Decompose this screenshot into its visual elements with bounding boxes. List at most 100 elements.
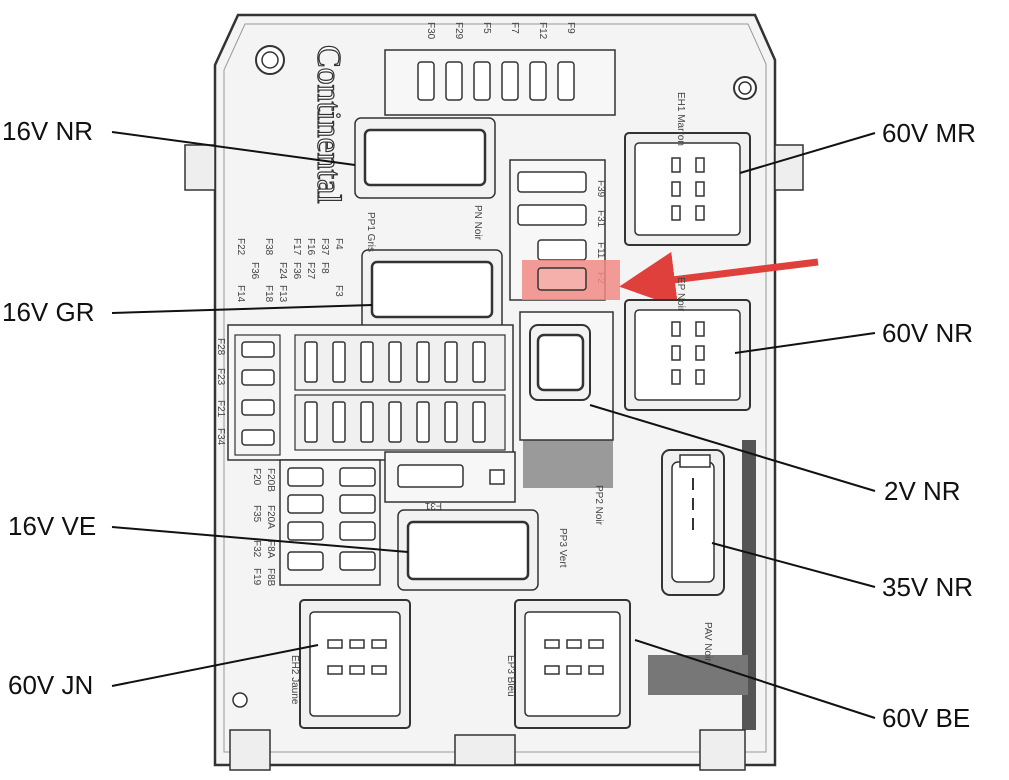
fuse-label-f31-main: F31 xyxy=(424,500,442,511)
mount-hole-top-left xyxy=(255,45,285,75)
svg-text:F20: F20 xyxy=(251,468,262,486)
callout-60v-be: 60V BE xyxy=(882,703,971,733)
svg-text:F21: F21 xyxy=(215,400,226,418)
svg-text:F32: F32 xyxy=(251,540,262,558)
connector-35v-nr xyxy=(661,449,725,596)
connector-label-pn: PN Noir xyxy=(472,205,483,241)
bottom-fuse-labels: F20B F20A F8A F8B F20 F35 F32 F19 xyxy=(251,468,276,587)
f31-clip xyxy=(489,469,505,485)
leader-60v-jn xyxy=(111,644,319,687)
svg-text:F36: F36 xyxy=(291,262,302,280)
svg-text:F3: F3 xyxy=(333,285,344,297)
left-fuse-column xyxy=(241,341,275,446)
lower-left-fuse-labels: F28 F23 F21 F34 xyxy=(215,338,226,446)
fuse-label-f7: F7 xyxy=(509,22,520,34)
right-clip xyxy=(774,144,804,191)
leader-16v-nr xyxy=(111,131,356,166)
bottom-left-fuses xyxy=(287,467,376,571)
callout-60v-nr: 60V NR xyxy=(882,318,974,348)
svg-text:F8: F8 xyxy=(319,262,330,274)
svg-text:F18: F18 xyxy=(263,285,274,303)
svg-text:F4: F4 xyxy=(333,238,344,250)
fuse-label-f31: F31 xyxy=(595,210,606,228)
fuse-label-f9: F9 xyxy=(565,22,576,34)
connector-label-pp3: PP3 Vert xyxy=(557,528,568,568)
callout-2v-nr: 2V NR xyxy=(884,476,961,506)
shaded-area xyxy=(523,440,613,488)
relay-16v-ve xyxy=(397,509,539,591)
small-fuse-stack xyxy=(517,171,587,261)
callout-60v-jn: 60V JN xyxy=(8,670,94,700)
fuse-row-lower xyxy=(294,394,506,451)
connector-60v-mr xyxy=(624,132,751,246)
connector-label-ep3: EP3 Bleu xyxy=(505,655,516,697)
mount-hole-bottom-left xyxy=(232,692,248,708)
connector-label-ep: EP Noir xyxy=(675,277,686,312)
mount-hole-top-left-inner xyxy=(261,51,279,69)
fuse-label-f5: F5 xyxy=(481,22,492,34)
housing-inner-outline xyxy=(223,23,767,753)
leader-16v-ve xyxy=(111,526,409,553)
foot-3 xyxy=(699,729,746,771)
leader-60v-mr xyxy=(739,132,876,174)
svg-text:F8B: F8B xyxy=(265,568,276,587)
svg-text:F35: F35 xyxy=(251,505,262,523)
housing-shadow-base xyxy=(648,655,748,695)
callout-16v-gr: 16V GR xyxy=(2,297,95,327)
left-fuse-labels: F4 F8 F3 F37 F27 F16 F36 F13 F17 F24 F18… xyxy=(235,238,344,303)
left-clip xyxy=(184,144,216,191)
svg-text:F20A: F20A xyxy=(265,505,276,529)
highlighted-fuse-body xyxy=(537,267,587,291)
connector-label-pav: PAV Noir xyxy=(702,622,713,662)
top-fuse-row xyxy=(417,61,575,101)
leader-60v-be xyxy=(634,639,876,719)
relay-2v-nr xyxy=(529,324,591,401)
leader-2v-nr xyxy=(589,404,876,492)
foot-2 xyxy=(454,734,516,766)
svg-text:F28: F28 xyxy=(215,338,226,356)
highlight-arrow xyxy=(619,251,819,308)
connector-60v-be xyxy=(514,599,631,729)
f31-slot xyxy=(397,464,464,488)
top-fuse-labels: F30 F29 F5 F7 F12 F9 xyxy=(425,22,576,40)
svg-text:F14: F14 xyxy=(235,285,246,303)
svg-text:F36: F36 xyxy=(249,262,260,280)
svg-text:F17: F17 xyxy=(291,238,302,256)
leader-60v-nr xyxy=(734,332,876,354)
connector-label-eh1: EH1 Marron xyxy=(675,92,686,146)
svg-text:F16: F16 xyxy=(305,238,316,256)
svg-text:F20B: F20B xyxy=(265,468,276,492)
svg-text:F23: F23 xyxy=(215,368,226,386)
connector-label-pp1: PP1 Gris xyxy=(365,212,376,252)
fuse-label-f30: F30 xyxy=(425,22,436,40)
svg-text:F27: F27 xyxy=(305,262,316,280)
svg-text:F38: F38 xyxy=(263,238,274,256)
svg-text:F8A: F8A xyxy=(265,540,276,559)
callout-16v-ve: 16V VE xyxy=(8,511,97,541)
leader-16v-gr xyxy=(111,304,373,314)
fuse-label-f11: F11 xyxy=(595,242,606,259)
connector-label-eh2: EH2 Jaune xyxy=(289,655,300,705)
mount-hole-top-right xyxy=(733,76,757,100)
svg-text:F37: F37 xyxy=(319,238,330,256)
svg-text:F24: F24 xyxy=(277,262,288,280)
svg-text:F22: F22 xyxy=(235,238,246,256)
brand-text: Continental xyxy=(310,45,347,204)
mount-hole-top-right-inner xyxy=(738,81,752,95)
callout-60v-mr: 60V MR xyxy=(882,118,976,148)
callout-16v-nr: 16V NR xyxy=(2,116,94,146)
connector-60v-jn xyxy=(299,599,411,729)
relay-16v-gr xyxy=(361,249,503,331)
svg-text:F13: F13 xyxy=(277,285,288,303)
fuse-row-upper xyxy=(294,334,506,391)
leader-35v-nr xyxy=(711,542,876,588)
svg-text:F19: F19 xyxy=(251,568,262,586)
callout-35v-nr: 35V NR xyxy=(882,572,974,602)
foot-1 xyxy=(229,729,271,771)
fuse-label-f39: F39 xyxy=(595,180,606,198)
connector-label-pp2: PP2 Noir xyxy=(593,485,604,526)
leader-lines xyxy=(111,131,876,719)
fuse-label-f12: F12 xyxy=(537,22,548,40)
